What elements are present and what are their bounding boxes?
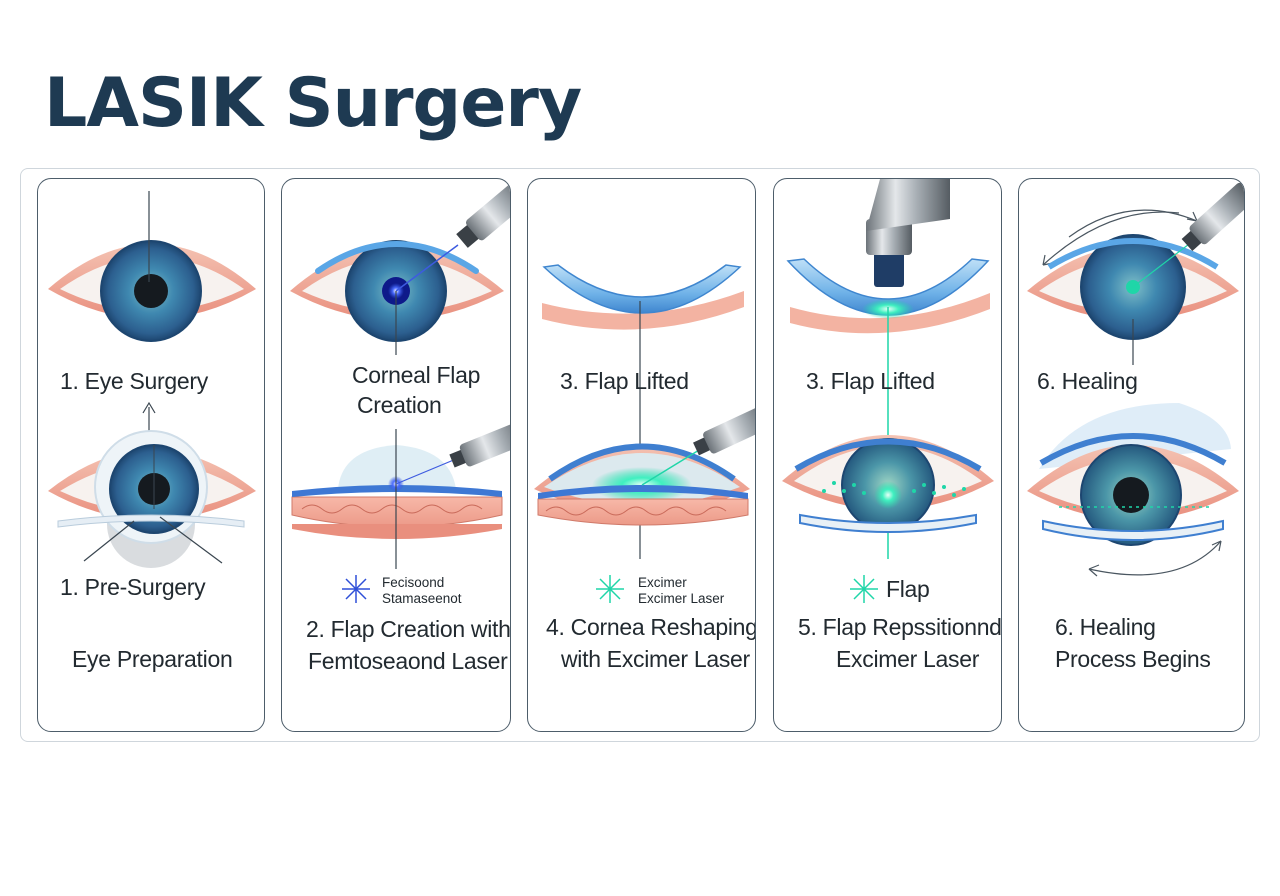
eye-icon <box>48 191 256 342</box>
corneal-flap-icon <box>786 258 990 559</box>
step-caption: Eye Preparation <box>72 646 233 672</box>
panel-flap-repositioned: 3. Flap Lifted Flap 5. Flap Repssitionnd… <box>773 178 1002 732</box>
step-label: Corneal Flap <box>352 362 481 388</box>
step-caption: 4. Cornea Reshaping <box>546 614 756 640</box>
pre-surgery-illustration <box>48 191 256 568</box>
panel-flap-creation: Corneal Flap Creation Fecisoond Stamasee… <box>281 178 511 732</box>
step-label: 6. Healing <box>1037 368 1138 394</box>
step-label: 3. Flap Lifted <box>806 368 935 394</box>
eye-icon <box>1027 403 1239 546</box>
laser-handpiece-icon <box>1181 182 1244 251</box>
step-label: 3. Flap Lifted <box>560 368 689 394</box>
step-label: 1. Eye Surgery <box>60 368 208 394</box>
starburst-icon <box>596 575 624 603</box>
panel-pre-surgery: 1. Eye Surgery 1. Pre-Surgery Eye Prepar… <box>37 178 265 732</box>
flap-repositioned-illustration <box>782 179 994 603</box>
laser-handpiece-icon <box>866 179 950 287</box>
panel-healing: 6. Healing 6. Healing Process Begins <box>1018 178 1245 732</box>
laser-label: Excimer Laser <box>638 591 725 606</box>
starburst-icon <box>342 575 370 603</box>
laser-handpiece-icon <box>693 403 755 456</box>
laser-label: Fecisoond <box>382 575 445 590</box>
healing-illustration <box>1027 182 1244 577</box>
eye-icon <box>1027 234 1239 365</box>
step-caption: 6. Healing <box>1055 614 1156 640</box>
step-caption: 2. Flap Creation with <box>306 616 511 642</box>
laser-handpiece-icon <box>449 420 510 468</box>
step-caption: Femtoseaond Laser <box>308 648 508 674</box>
diagram-board <box>20 168 1260 742</box>
flap-creation-illustration <box>290 179 510 603</box>
laser-label: Flap <box>886 576 930 602</box>
laser-label: Stamaseenot <box>382 591 462 606</box>
eye-icon <box>48 430 256 568</box>
step-label: 1. Pre-Surgery <box>60 574 206 600</box>
eye-icon <box>290 240 504 355</box>
step-label: Creation <box>357 392 442 418</box>
step-caption: Process Begins <box>1055 646 1211 672</box>
laser-handpiece-icon <box>456 179 510 248</box>
cornea-cross-section-icon <box>291 429 503 569</box>
starburst-icon <box>850 575 878 603</box>
curved-arrow-icon <box>1042 209 1198 266</box>
curved-arrow-icon <box>1088 540 1222 577</box>
cornea-reshaping-illustration <box>534 264 755 603</box>
laser-label: Excimer <box>638 575 687 590</box>
eye-icon <box>782 435 994 533</box>
step-caption: Excimer Laser <box>836 646 980 672</box>
page-title: LASIK Surgery <box>44 64 582 143</box>
step-caption: 5. Flap Repssitionnd <box>798 614 1002 640</box>
panel-cornea-reshaping: 3. Flap Lifted Excimer Excimer Laser 4. … <box>527 178 756 732</box>
eye-icon <box>534 443 750 526</box>
step-caption: with Excimer Laser <box>561 646 750 672</box>
